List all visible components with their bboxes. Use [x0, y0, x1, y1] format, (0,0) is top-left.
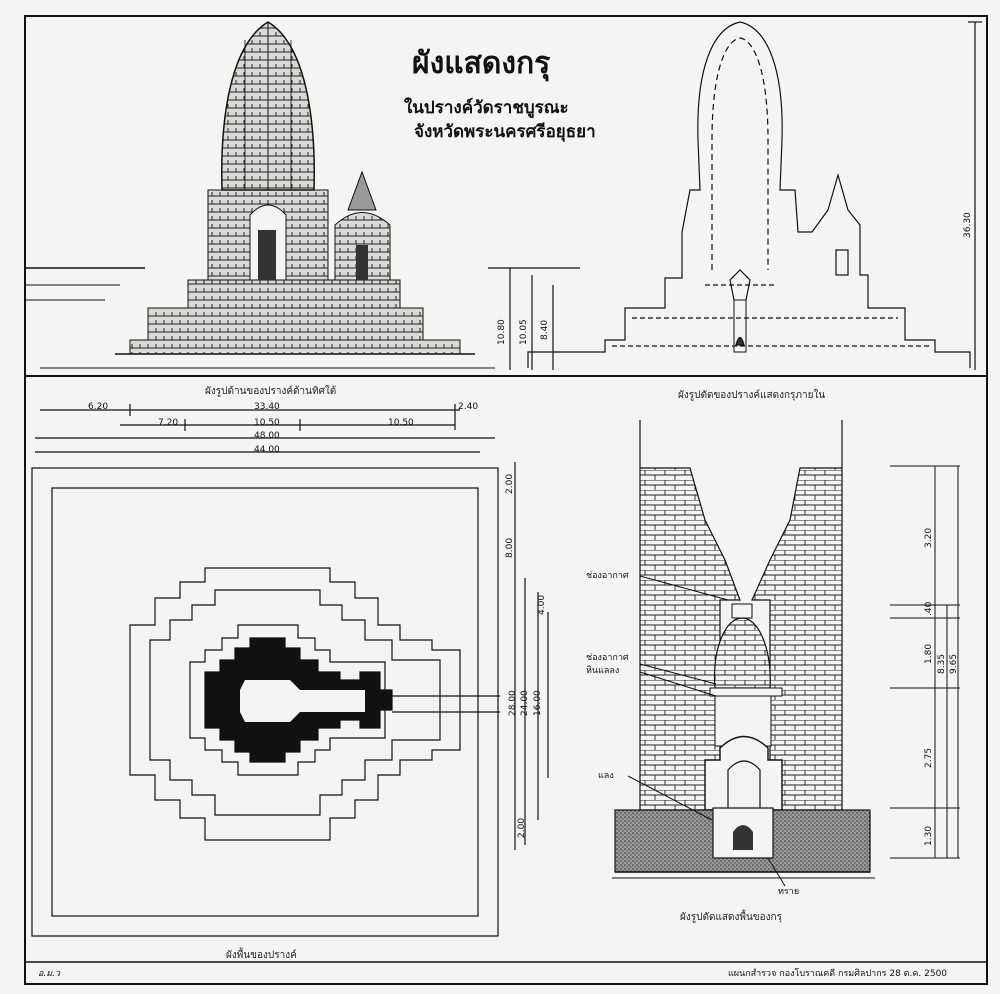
- plan-caption: ผังพื้นของปรางค์: [226, 950, 297, 961]
- crypt-dim-3: 1.80: [924, 643, 934, 664]
- plan-vdim-2: 8.00: [505, 537, 515, 558]
- section-height-3: 8.40: [540, 319, 550, 340]
- plan-vdim-1: 2.00: [505, 473, 515, 494]
- section-drawing: [488, 21, 982, 370]
- section-height-total: 36.30: [963, 212, 973, 238]
- plan-dim-5: 10.50: [254, 418, 280, 428]
- drawing-subtitle: ในปรางค์วัดราชบูรณะ: [404, 98, 569, 118]
- plan-vdim-6: 16.00: [533, 690, 543, 716]
- elevation-drawing: [25, 21, 495, 369]
- crypt-label-vent-stone: ช่องอากาศ หินแลลง: [586, 653, 629, 676]
- plan-vdim-5: 24.00: [520, 690, 530, 716]
- crypt-label-laterite: แลง: [598, 771, 614, 781]
- section-height-2: 10.05: [519, 319, 529, 345]
- crypt-label-vent: ช่องอากาศ: [586, 571, 629, 581]
- plan-dim-3: 2.40: [458, 402, 479, 412]
- crypt-caption: ผังรูปตัดแสดงพื้นของกรุ: [680, 912, 782, 923]
- section-height-1: 10.80: [497, 319, 507, 345]
- plan-vdim-4: 28.00: [508, 690, 518, 716]
- crypt-label-sand: ทราย: [778, 887, 800, 897]
- plan-vdim-3: 4.00: [537, 594, 547, 615]
- drawing-title: ผังแสดงกรุ: [412, 46, 551, 81]
- crypt-drawing: [612, 420, 960, 887]
- plan-dim-7: 48.00: [254, 431, 280, 441]
- crypt-dim-6: 2.75: [924, 747, 934, 768]
- crypt-dim-5: 9.65: [949, 653, 959, 674]
- drawing-location: จังหวัดพระนครศรีอยุธยา: [414, 122, 596, 142]
- plan-dim-6: 10.50: [388, 418, 414, 428]
- section-caption: ผังรูปตัดของปรางค์แสดงกรุภายใน: [678, 390, 826, 401]
- plan-dim-8: 44.00: [254, 445, 280, 455]
- plan-vdim-7: 2.00: [517, 817, 527, 838]
- crypt-dim-2: .40: [924, 601, 934, 616]
- plan-drawing: [31, 404, 549, 937]
- crypt-dim-4: 8.35: [937, 653, 947, 674]
- crypt-dim-1: 3.20: [924, 527, 934, 548]
- footer-credit: แผนกสำรวจ กองโบราณคดี กรมศิลปากร 28 ต.ค.…: [728, 969, 948, 979]
- elevation-caption: ผังรูปด้านของปรางค์ด้านทิศใต้: [205, 386, 337, 397]
- plan-dim-2: 33.40: [254, 402, 280, 412]
- plan-dim-1: 6.20: [88, 402, 109, 412]
- plan-dim-4: 7.20: [158, 418, 179, 428]
- crypt-dim-7: 1.30: [924, 825, 934, 846]
- footer-mark: อ.ม.ว: [38, 969, 61, 979]
